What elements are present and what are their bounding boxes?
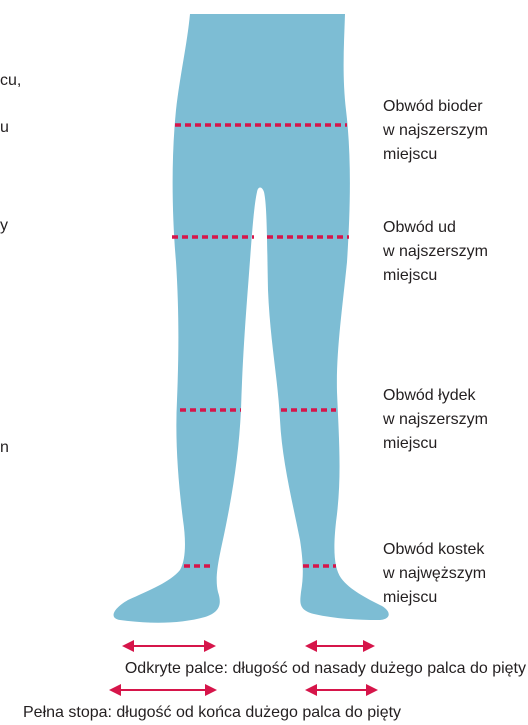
full-foot-arrow-right [305, 684, 378, 696]
thigh-label-line1: Obwód ud [383, 216, 488, 240]
calf-label-line1: Obwód łydek [383, 384, 488, 408]
hip-label-line1: Obwód bioder [383, 95, 488, 119]
ankle-label-line1: Obwód kostek [383, 538, 486, 562]
open-toes-arrow-left [122, 640, 216, 652]
thigh-label-line3: miejscu [383, 264, 488, 288]
full-foot-caption: Pełna stopa: długość od końca dużego pal… [23, 703, 523, 723]
full-foot-arrow-left [109, 684, 217, 696]
hip-label: Obwód bioder w najszerszym miejscu [383, 95, 488, 167]
leg-silhouette [114, 14, 389, 623]
calf-label-line3: miejscu [383, 432, 488, 456]
open-toes-arrow-right [305, 640, 375, 652]
thigh-label: Obwód ud w najszerszym miejscu [383, 216, 488, 288]
thigh-label-line2: w najszerszym [383, 240, 488, 264]
open-toes-caption: Odkryte palce: długość od nasady dużego … [0, 659, 526, 679]
hip-label-line3: miejscu [383, 143, 488, 167]
ankle-label-line3: miejscu [383, 586, 486, 610]
calf-label-line2: w najszerszym [383, 408, 488, 432]
ankle-label: Obwód kostek w najwęższym miejscu [383, 538, 486, 610]
calf-label: Obwód łydek w najszerszym miejscu [383, 384, 488, 456]
hip-label-line2: w najszerszym [383, 119, 488, 143]
ankle-label-line2: w najwęższym [383, 562, 486, 586]
